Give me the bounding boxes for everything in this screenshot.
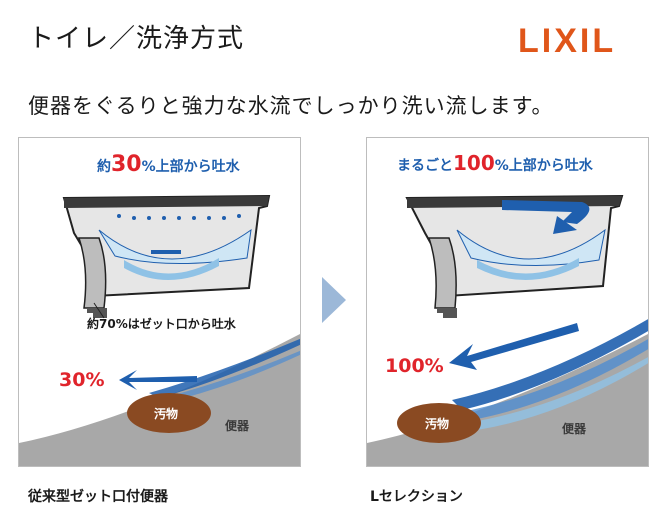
conventional-caption: 従来型ゼット口付便器 [28, 489, 168, 505]
spray-drops [117, 214, 241, 220]
l-selection-toilet-diagram: まるごと100%上部から吐水 100% 汚物 便器 [367, 151, 648, 466]
top-flush-label-post: %上部から吐水 [495, 157, 594, 174]
top-flush-label: 約30%上部から吐水 [97, 152, 241, 177]
jet-flush-label: 約70%はゼット口から吐水 [87, 316, 237, 331]
swirl-arrow [502, 200, 590, 224]
top-flush-label-percent: 30 [111, 152, 142, 177]
bowl-label: 便器 [225, 418, 250, 433]
flow-arrow [119, 370, 197, 390]
top-flush-label-percent: 100 [453, 151, 495, 175]
flow-percent-label: 100% [385, 355, 444, 377]
page-subtitle: 便器をぐるりと強力な水流でしっかり洗い流します。 [28, 94, 554, 118]
top-flush-label-post: %上部から吐水 [142, 158, 241, 175]
top-flush-label-pre: 約 [97, 158, 111, 175]
dirt-label: 汚物 [154, 406, 178, 421]
toilet-cross-section [62, 194, 271, 318]
toilet-cross-section [405, 194, 624, 318]
flow-arrow [449, 323, 579, 370]
conventional-toilet-panel: 約30%上部から吐水 約70%はゼット口から吐水 30% [18, 137, 301, 467]
l-selection-caption: Lセレクション [370, 489, 463, 505]
flow-percent-label: 30% [59, 369, 104, 391]
dirt-label: 汚物 [425, 416, 449, 431]
comparison-arrow-icon [322, 277, 346, 323]
dirt-blob [397, 403, 481, 443]
lixil-logo: LIXIL [518, 22, 617, 60]
conventional-toilet-diagram: 約30%上部から吐水 約70%はゼット口から吐水 30% [19, 152, 300, 466]
page-title: トイレ／洗浄方式 [28, 24, 245, 54]
dirt-blob [127, 393, 211, 433]
l-selection-toilet-panel: まるごと100%上部から吐水 100% 汚物 便器 [366, 137, 649, 467]
bowl-label: 便器 [562, 421, 587, 436]
top-flush-label: まるごと100%上部から吐水 [397, 151, 594, 175]
top-flush-label-pre: まるごと [397, 157, 453, 174]
